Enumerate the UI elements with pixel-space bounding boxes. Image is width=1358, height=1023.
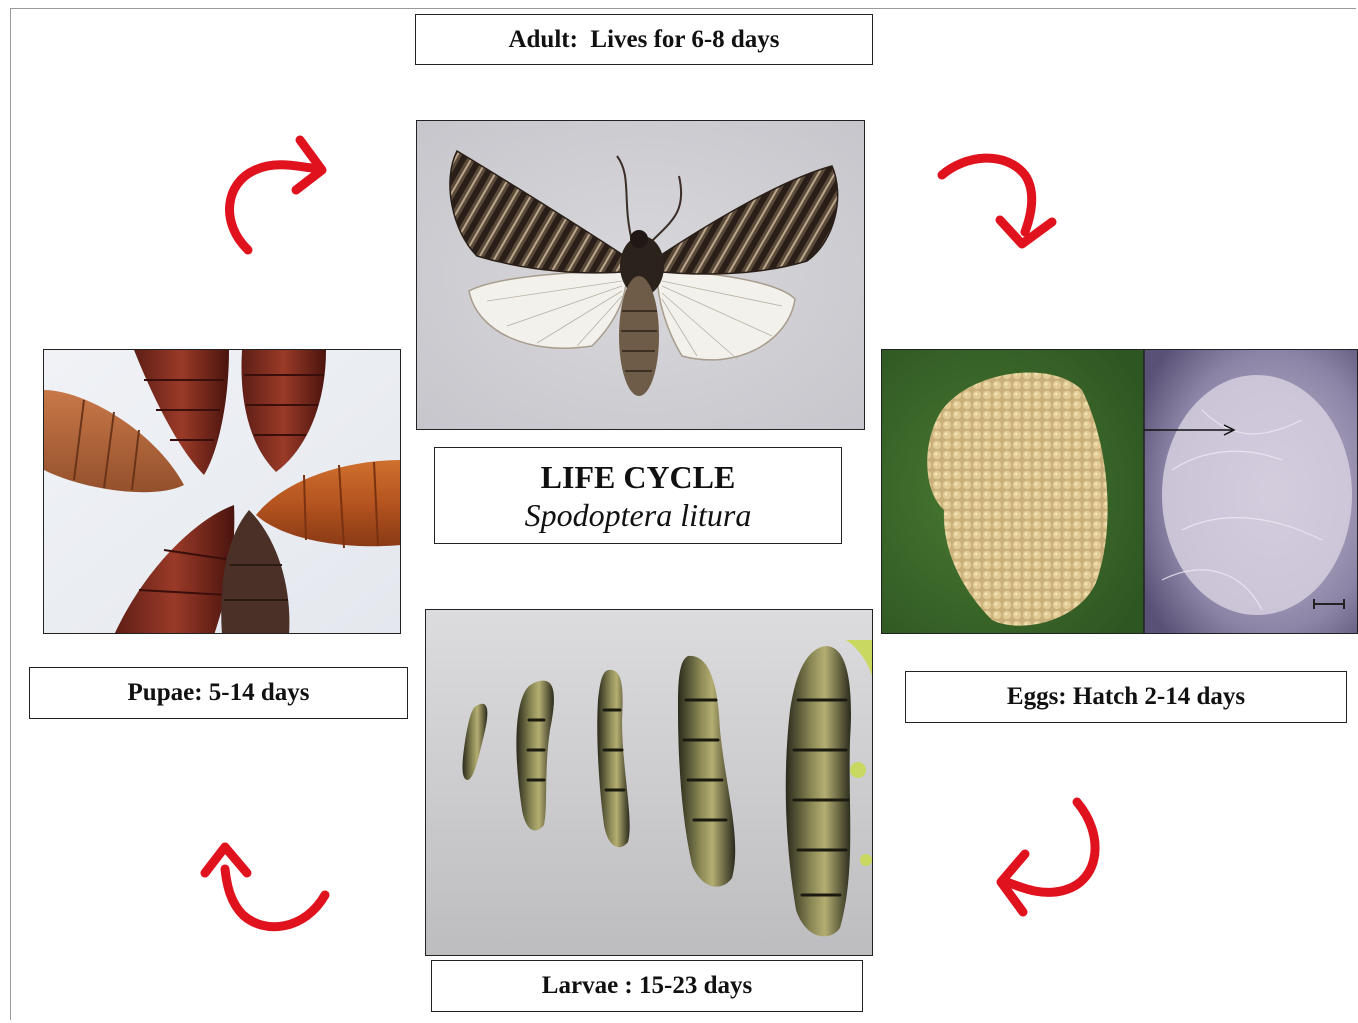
species-name: Spodoptera litura (525, 496, 752, 534)
egg-mass-icon (882, 350, 1358, 634)
eggs-stage-label: Eggs: Hatch 2-14 days (905, 671, 1347, 723)
moth-icon (417, 121, 865, 430)
life-cycle-title: LIFE CYCLE (541, 458, 736, 496)
eggs-photo (881, 349, 1358, 634)
life-cycle-title-box: LIFE CYCLE Spodoptera litura (434, 447, 842, 544)
pupae-stage-label: Pupae: 5-14 days (29, 667, 408, 719)
larvae-photo (425, 609, 873, 956)
adult-stage-label: Adult: Lives for 6-8 days (415, 14, 873, 65)
pupae-stage-text: Pupae: 5-14 days (128, 679, 310, 707)
larvae-stage-text: Larvae : 15-23 days (542, 972, 752, 1000)
adult-stage-text: Adult: Lives for 6-8 days (508, 26, 779, 54)
pupae-photo (43, 349, 401, 634)
caterpillars-icon (426, 610, 873, 956)
pupae-icon (44, 350, 401, 634)
adult-moth-photo (416, 120, 865, 430)
arrow-larvae-to-pupae-icon (195, 835, 340, 945)
arrow-eggs-to-larvae-icon (985, 790, 1115, 925)
arrow-pupae-to-adult-icon (210, 128, 335, 258)
larvae-stage-label: Larvae : 15-23 days (431, 960, 863, 1012)
eggs-stage-text: Eggs: Hatch 2-14 days (1007, 683, 1245, 711)
arrow-adult-to-eggs-icon (930, 140, 1065, 255)
